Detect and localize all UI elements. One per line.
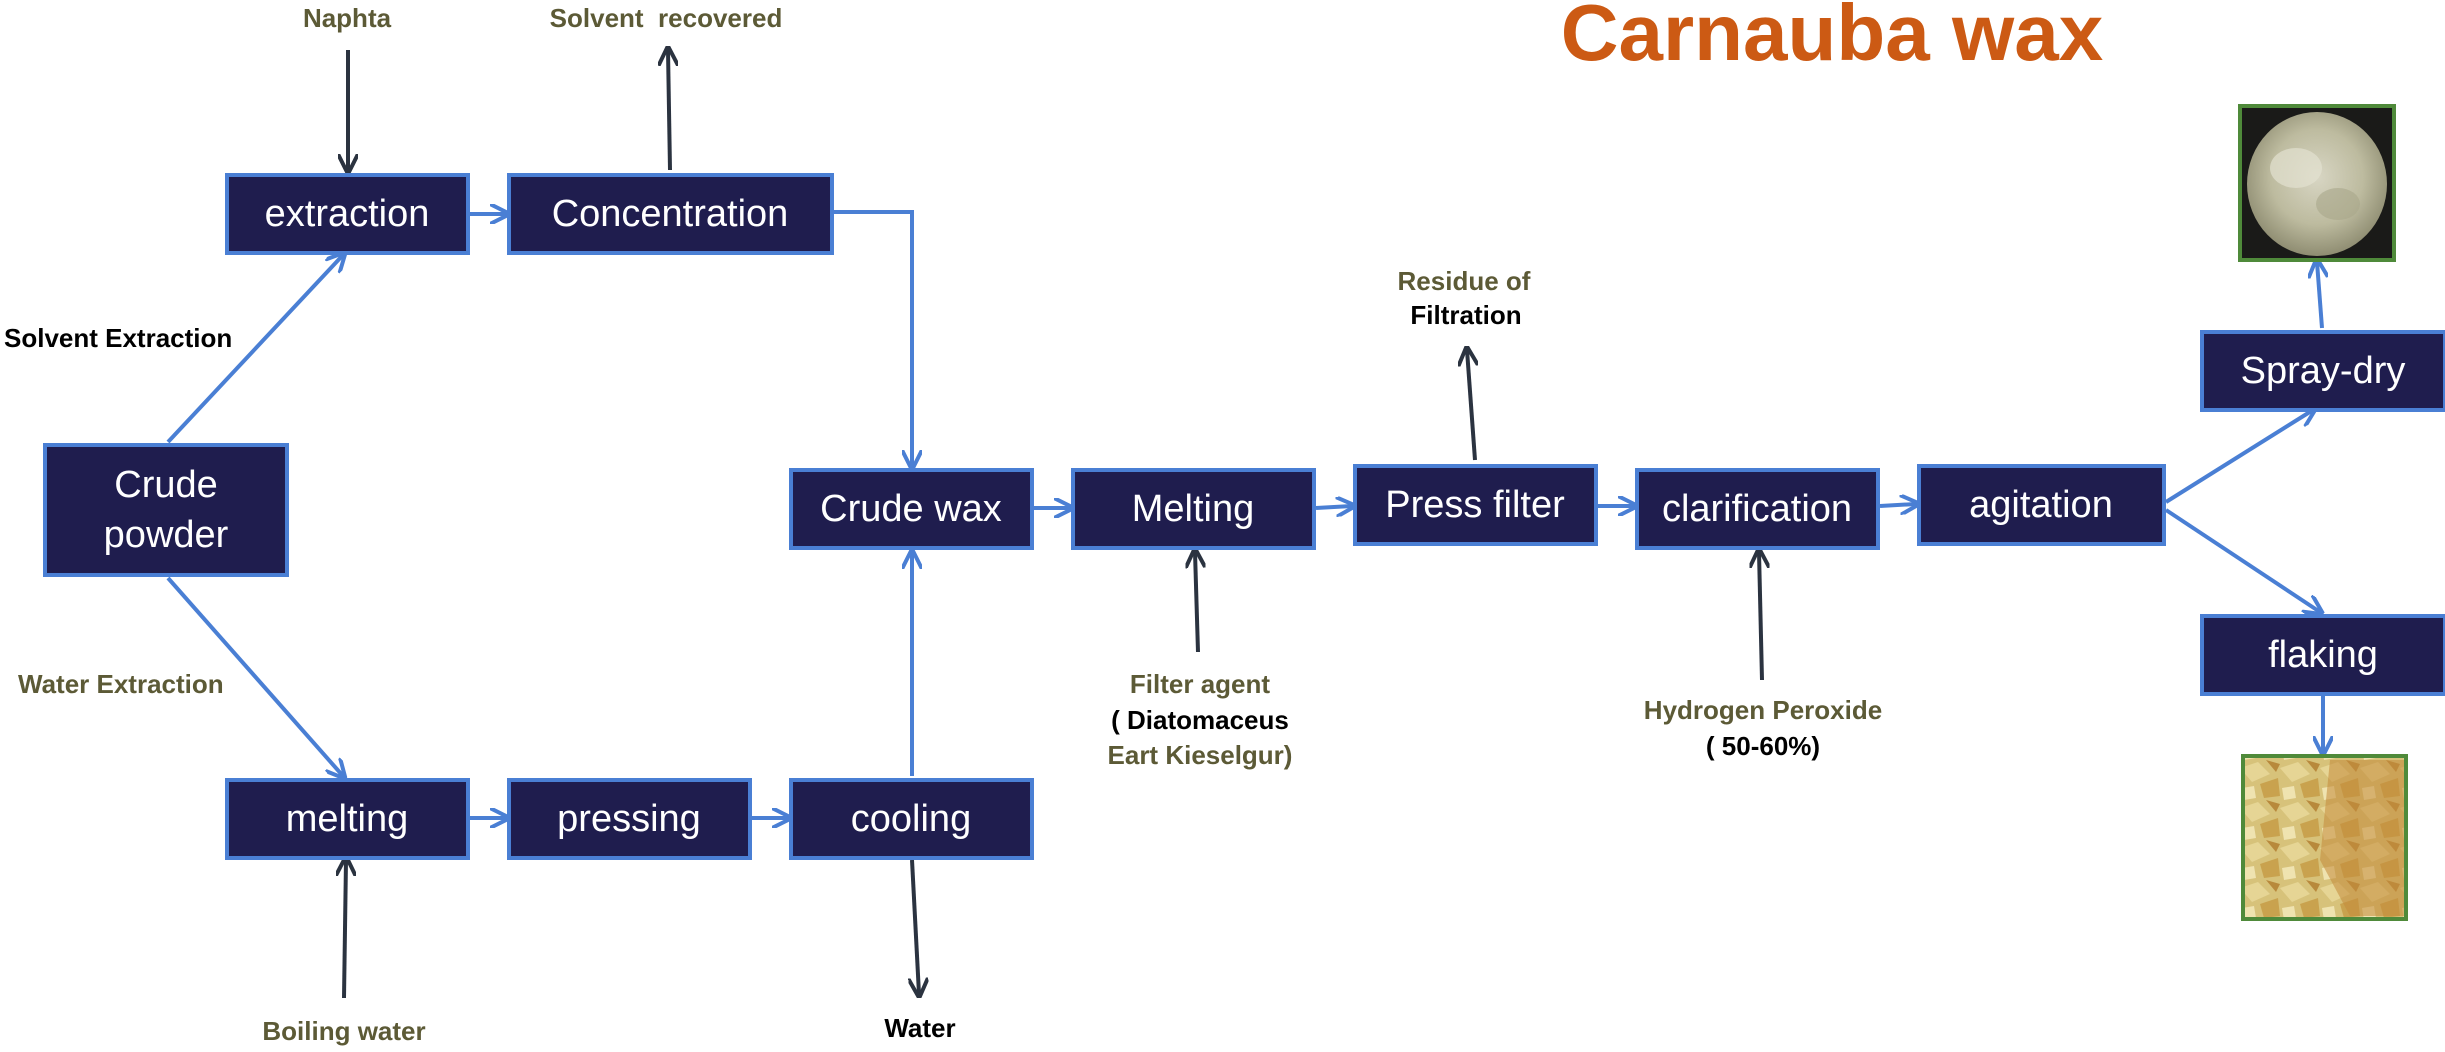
arrow-concentration-to-crude-wax [834,210,912,466]
box-melting-water: melting [225,778,470,860]
peroxide-label-1: Hydrogen Peroxide [1644,695,1882,725]
peroxide-label-2: ( 50-60%) [1706,731,1820,761]
arrow-water-out [912,859,919,994]
box-agitation: agitation [1917,464,2166,546]
extraction-label: extraction [265,193,430,235]
box-extraction: extraction [225,173,470,255]
filter-agent-label-1: Filter agent [1130,669,1270,699]
boiling-water-label: Boiling water [262,1016,425,1046]
arrow-boiling-water-in [344,860,346,999]
box-clarification: clarification [1635,468,1880,550]
box-flaking: flaking [2200,614,2445,696]
arrow-to-extraction [166,255,343,444]
residue-label-2: Filtration [1410,300,1521,330]
wax-powder-photo [2238,104,2396,262]
box-melting: Melting [1071,468,1316,550]
arrow-agitation-to-spray-dry [2164,410,2313,504]
clarification-label: clarification [1662,488,1852,530]
arrow-solvent-out [668,50,670,171]
crude-powder-label-2: powder [104,514,229,556]
crude-wax-label: Crude wax [820,488,1002,530]
melting-water-label: melting [286,798,409,840]
box-pressing: pressing [507,778,752,860]
agitation-label: agitation [1969,484,2113,526]
diagram-title: Carnauba wax [1561,0,2103,77]
box-cooling: cooling [789,778,1034,860]
water-label: Water [884,1013,955,1043]
press-filter-label: Press filter [1385,484,1565,526]
solvent-extraction-label: Solvent Extraction [4,323,232,353]
flaking-label: flaking [2268,634,2378,676]
arrow-spray-dry-to-powder [2317,262,2322,329]
spray-dry-label: Spray-dry [2241,350,2406,392]
box-crude-wax: Crude wax [789,468,1034,550]
crude-powder-label-1: Crude [114,464,218,506]
wax-flakes-photo [2241,754,2408,921]
pressing-label: pressing [557,798,701,840]
naphta-label: Naphta [303,3,392,33]
water-extraction-label: Water Extraction [18,669,224,699]
arrow-agitation-to-flaking [2164,508,2320,612]
concentration-label: Concentration [552,193,789,235]
arrow-residue-out [1467,350,1475,461]
arrow-filter-agent-in [1195,552,1198,653]
arrow-clarification-to-agitation [1879,504,1916,506]
flow-connectors [166,210,2323,818]
residue-label-1: Residue of [1398,266,1531,296]
arrow-peroxide-in [1759,552,1762,681]
filter-agent-label-3: Eart Kieselgur) [1108,740,1293,770]
solvent-recovered-label: Solvent recovered [550,3,783,33]
input-output-arrows [344,50,1762,998]
box-press-filter: Press filter [1353,464,1598,546]
box-crude-powder: Crude powder [43,443,289,577]
melting-label: Melting [1132,488,1255,530]
cooling-label: cooling [851,798,971,840]
box-concentration: Concentration [507,173,834,255]
arrow-to-melting-water [166,576,343,776]
box-spray-dry: Spray-dry [2200,330,2445,412]
arrow-melting-to-press-filter [1315,506,1352,508]
filter-agent-label-2: ( Diatomaceus [1111,705,1289,735]
